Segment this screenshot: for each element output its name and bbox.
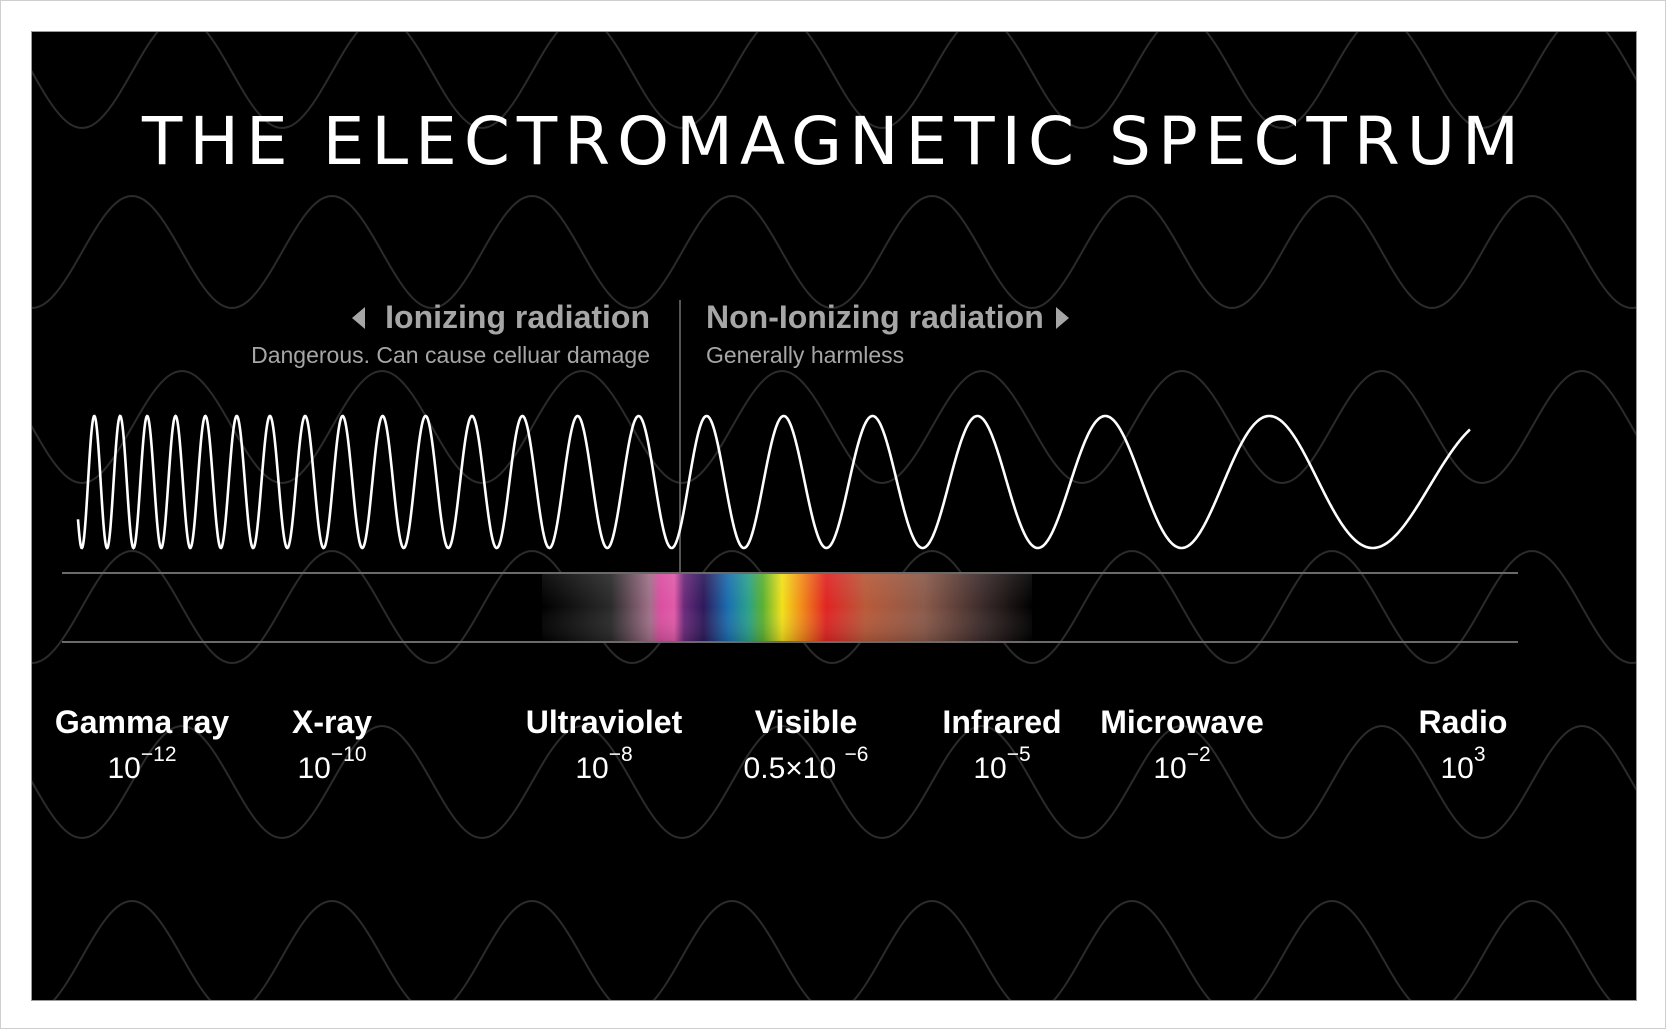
non-ionizing-description: Generally harmless: [706, 342, 905, 368]
band-wavelength: 10−2: [1153, 743, 1211, 785]
band-infrared: Infrared 10−5: [872, 703, 1132, 789]
band-wavelength: 103: [1440, 743, 1486, 785]
band-wavelength: 10−10: [297, 743, 367, 785]
ionizing-heading: Ionizing radiation: [385, 299, 650, 335]
band-visible: Visible 0.5×10 −6: [676, 703, 936, 789]
band-wavelength: 10−5: [973, 743, 1031, 785]
band-x-ray: X-ray 10−10: [202, 703, 462, 789]
band-wavelength: 10−12: [107, 743, 177, 785]
background-wave-line: [32, 549, 1636, 665]
band-name: Ultraviolet: [525, 704, 683, 740]
band-gamma-ray: Gamma ray 10−12: [32, 703, 272, 789]
wavelength-wave: [76, 414, 1471, 550]
background-wave-line: [32, 32, 1636, 129]
band-name: Radio: [1418, 704, 1508, 740]
band-name: Infrared: [942, 704, 1062, 740]
visible-spectrum-shading: [542, 573, 1032, 641]
band-name: Gamma ray: [54, 704, 230, 740]
background-wave-pattern: [32, 32, 1636, 1000]
triangle-left-icon: [352, 307, 365, 329]
background-wave-line: [52, 899, 1612, 1000]
background-wave-line: [32, 370, 1636, 484]
spectrum-panel: THE ELECTROMAGNETIC SPECTRUM Ionizing ra…: [31, 31, 1637, 1001]
band-radio: Radio 103: [1333, 703, 1593, 789]
band-wavelength: 0.5×10 −6: [743, 743, 869, 785]
band-name: Visible: [754, 704, 858, 740]
background-wave-line: [32, 194, 1636, 310]
page-title: THE ELECTROMAGNETIC SPECTRUM: [142, 103, 1526, 180]
non-ionizing-heading: Non-Ionizing radiation: [706, 299, 1044, 335]
band-name: X-ray: [291, 704, 373, 740]
ionizing-description: Dangerous. Can cause celluar damage: [251, 342, 650, 368]
triangle-right-icon: [1056, 307, 1069, 329]
spectrum-artwork: [32, 32, 1636, 1000]
band-wavelength: 10−8: [575, 743, 633, 785]
background-wave-line: [32, 725, 1636, 839]
band-name: Microwave: [1100, 704, 1264, 740]
band-microwave: Microwave 10−2: [1052, 703, 1312, 789]
band-ultraviolet: Ultraviolet 10−8: [474, 703, 734, 789]
